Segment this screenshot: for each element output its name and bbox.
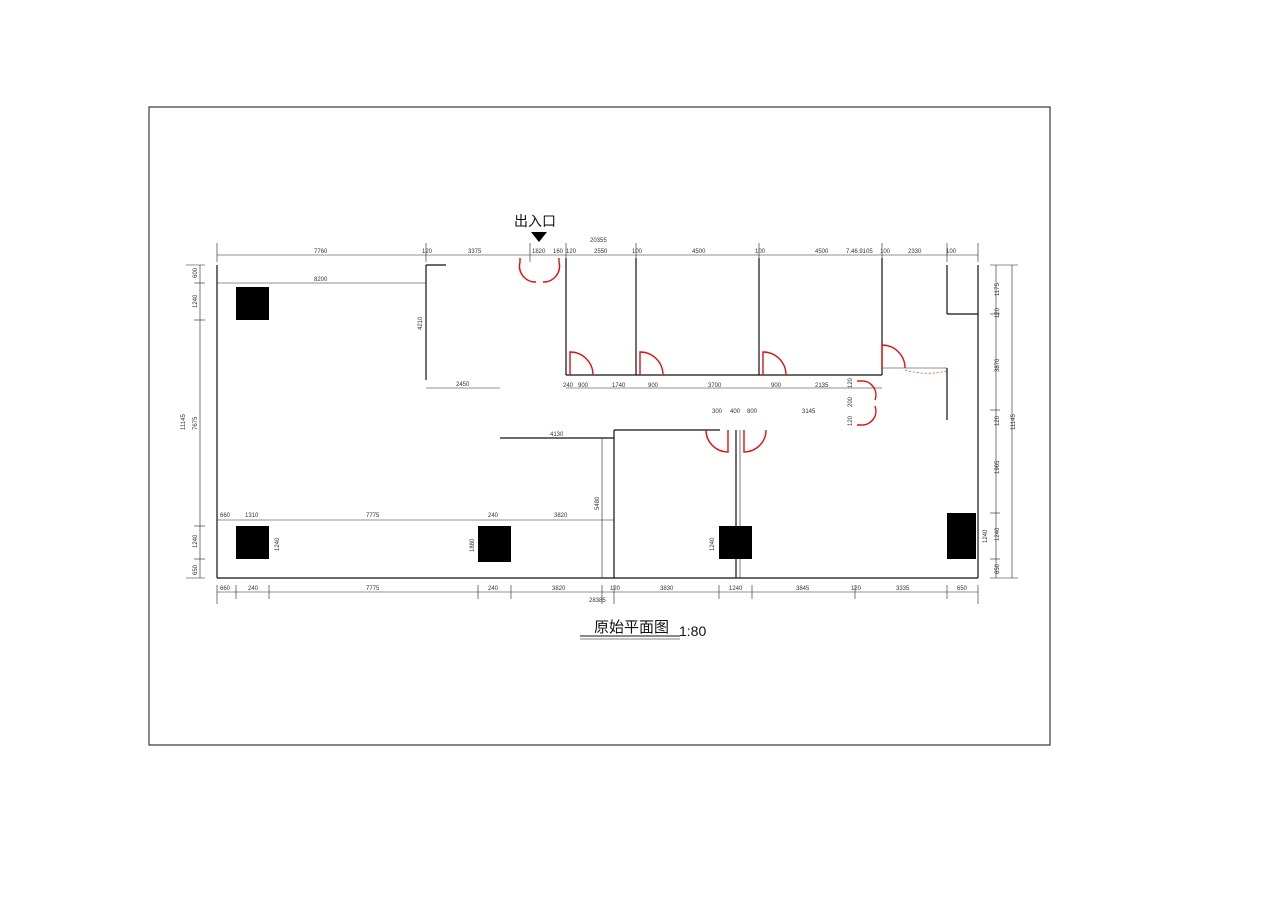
dim-vert-2: 1240 bbox=[275, 537, 281, 551]
dim-top-14: 2330 bbox=[908, 249, 922, 255]
walls bbox=[216, 258, 979, 579]
dim-vert-6: 120 bbox=[848, 377, 854, 388]
dim-mid-10: 3145 bbox=[802, 409, 816, 415]
dim-left-0: 600 bbox=[193, 267, 199, 278]
inner-vertical-dimensions: 4210 5480 1240 1240 1880 1240 120 200 12… bbox=[275, 316, 989, 552]
entrance-arrow-icon bbox=[531, 232, 547, 242]
dim-top-12: 7.46.9105 bbox=[846, 249, 873, 255]
dim-bottom-10: 3335 bbox=[896, 586, 910, 592]
dim-left-1: 1240 bbox=[193, 294, 199, 308]
dim-top-9: 4500 bbox=[692, 249, 706, 255]
dim-mid-4: 3700 bbox=[708, 383, 722, 389]
top-dimension-chain: 7760 120 3375 1820 160 120 2550 20355 10… bbox=[216, 238, 979, 262]
right-dimension-chain: 1175 120 3870 120 1965 1240 650 11145 bbox=[990, 264, 1018, 579]
dim-right-1: 120 bbox=[995, 307, 1001, 318]
dim-left-2: 11145 bbox=[181, 414, 187, 430]
dim-bottom-4: 3820 bbox=[552, 586, 566, 592]
dim-right-0: 1175 bbox=[995, 282, 1001, 296]
dim-top-2: 3375 bbox=[468, 249, 482, 255]
drawing-title-block: 原始平面图 1:80 bbox=[580, 618, 706, 640]
dim-inner-2450: 2450 bbox=[456, 382, 470, 388]
dim-bottom-7: 1240 bbox=[729, 586, 743, 592]
dim-bottom-8: 3845 bbox=[796, 586, 810, 592]
dim-bottom-3: 240 bbox=[488, 586, 499, 592]
dim-lower-4: 3820 bbox=[554, 513, 568, 519]
dim-top-5: 120 bbox=[566, 249, 577, 255]
dim-bottom-1: 240 bbox=[248, 586, 259, 592]
dim-left-3: 7675 bbox=[193, 416, 199, 430]
bottom-dimension-chain: 660 240 7775 240 3820 120 3830 1240 3845… bbox=[216, 585, 979, 604]
column-bottom-right bbox=[947, 513, 976, 559]
inner-dimensions: 8200 2450 240 900 1740 900 3700 900 2135… bbox=[220, 277, 882, 519]
dim-vert-0: 4210 bbox=[418, 316, 424, 330]
left-dimension-chain: 600 1240 11145 7675 1240 650 bbox=[181, 264, 205, 579]
dim-vert-3: 1240 bbox=[710, 537, 716, 551]
dim-top-8: 100 bbox=[632, 249, 643, 255]
dim-bottom-11: 650 bbox=[957, 586, 968, 592]
dim-right-3: 120 bbox=[995, 415, 1001, 426]
dim-mid-3: 900 bbox=[648, 383, 659, 389]
dim-right-5: 1240 bbox=[995, 527, 1001, 541]
dim-top-7: 20355 bbox=[590, 238, 607, 244]
dim-vert-5: 1240 bbox=[983, 529, 989, 543]
dim-vert-1: 5480 bbox=[595, 496, 601, 510]
dim-bottom-total: 28385 bbox=[589, 598, 606, 604]
dim-mid-6: 2135 bbox=[815, 383, 829, 389]
dim-mid-2: 1740 bbox=[612, 383, 626, 389]
column-bottom-3 bbox=[719, 526, 752, 559]
dim-vert-4: 1880 bbox=[470, 538, 476, 552]
dim-mid-8: 400 bbox=[730, 409, 741, 415]
column-top-left bbox=[236, 287, 269, 320]
dim-mid-11: 4130 bbox=[550, 432, 564, 438]
dim-top-15: 100 bbox=[946, 249, 957, 255]
dim-mid-0: 240 bbox=[563, 383, 574, 389]
dim-lower-3: 240 bbox=[488, 513, 499, 519]
dim-top-10: 100 bbox=[755, 249, 766, 255]
dim-bottom-2: 7775 bbox=[366, 586, 380, 592]
dim-top-6: 2550 bbox=[594, 249, 608, 255]
dim-top-4: 160 bbox=[553, 249, 564, 255]
column-bottom-2 bbox=[478, 526, 511, 562]
dim-top-13: 100 bbox=[880, 249, 891, 255]
dim-bottom-6: 3830 bbox=[660, 586, 674, 592]
dim-bottom-9: 120 bbox=[851, 586, 862, 592]
dim-mid-5: 900 bbox=[771, 383, 782, 389]
dim-lower-0: 660 bbox=[220, 513, 231, 519]
entrance-label: 出入口 bbox=[514, 214, 556, 230]
dim-lower-1: 1310 bbox=[245, 513, 259, 519]
dim-top-3: 1820 bbox=[532, 249, 546, 255]
column-bottom-1 bbox=[236, 526, 269, 559]
dim-vert-8: 120 bbox=[848, 415, 854, 426]
drawing-scale: 1:80 bbox=[679, 623, 706, 639]
dim-bottom-5: 120 bbox=[610, 586, 621, 592]
dim-bottom-0: 660 bbox=[220, 586, 231, 592]
dim-vert-7: 200 bbox=[848, 396, 854, 407]
dim-inner-8200: 8200 bbox=[314, 277, 328, 283]
dim-mid-7: 300 bbox=[712, 409, 723, 415]
doors bbox=[518, 258, 948, 453]
dim-left-5: 650 bbox=[193, 564, 199, 575]
dim-right-4: 1965 bbox=[995, 460, 1001, 474]
dim-top-1: 120 bbox=[422, 249, 433, 255]
dim-top-0: 7760 bbox=[314, 249, 328, 255]
dim-mid-9: 800 bbox=[747, 409, 758, 415]
dim-right-6: 650 bbox=[995, 563, 1001, 574]
drawing-frame bbox=[148, 106, 1051, 746]
dim-right-2: 3870 bbox=[995, 358, 1001, 372]
dim-left-4: 1240 bbox=[193, 534, 199, 548]
dim-lower-2: 7775 bbox=[366, 513, 380, 519]
dim-right-total: 11145 bbox=[1011, 414, 1017, 430]
drawing-title: 原始平面图 bbox=[594, 618, 669, 636]
dim-mid-1: 900 bbox=[578, 383, 589, 389]
dim-top-11: 4500 bbox=[815, 249, 829, 255]
